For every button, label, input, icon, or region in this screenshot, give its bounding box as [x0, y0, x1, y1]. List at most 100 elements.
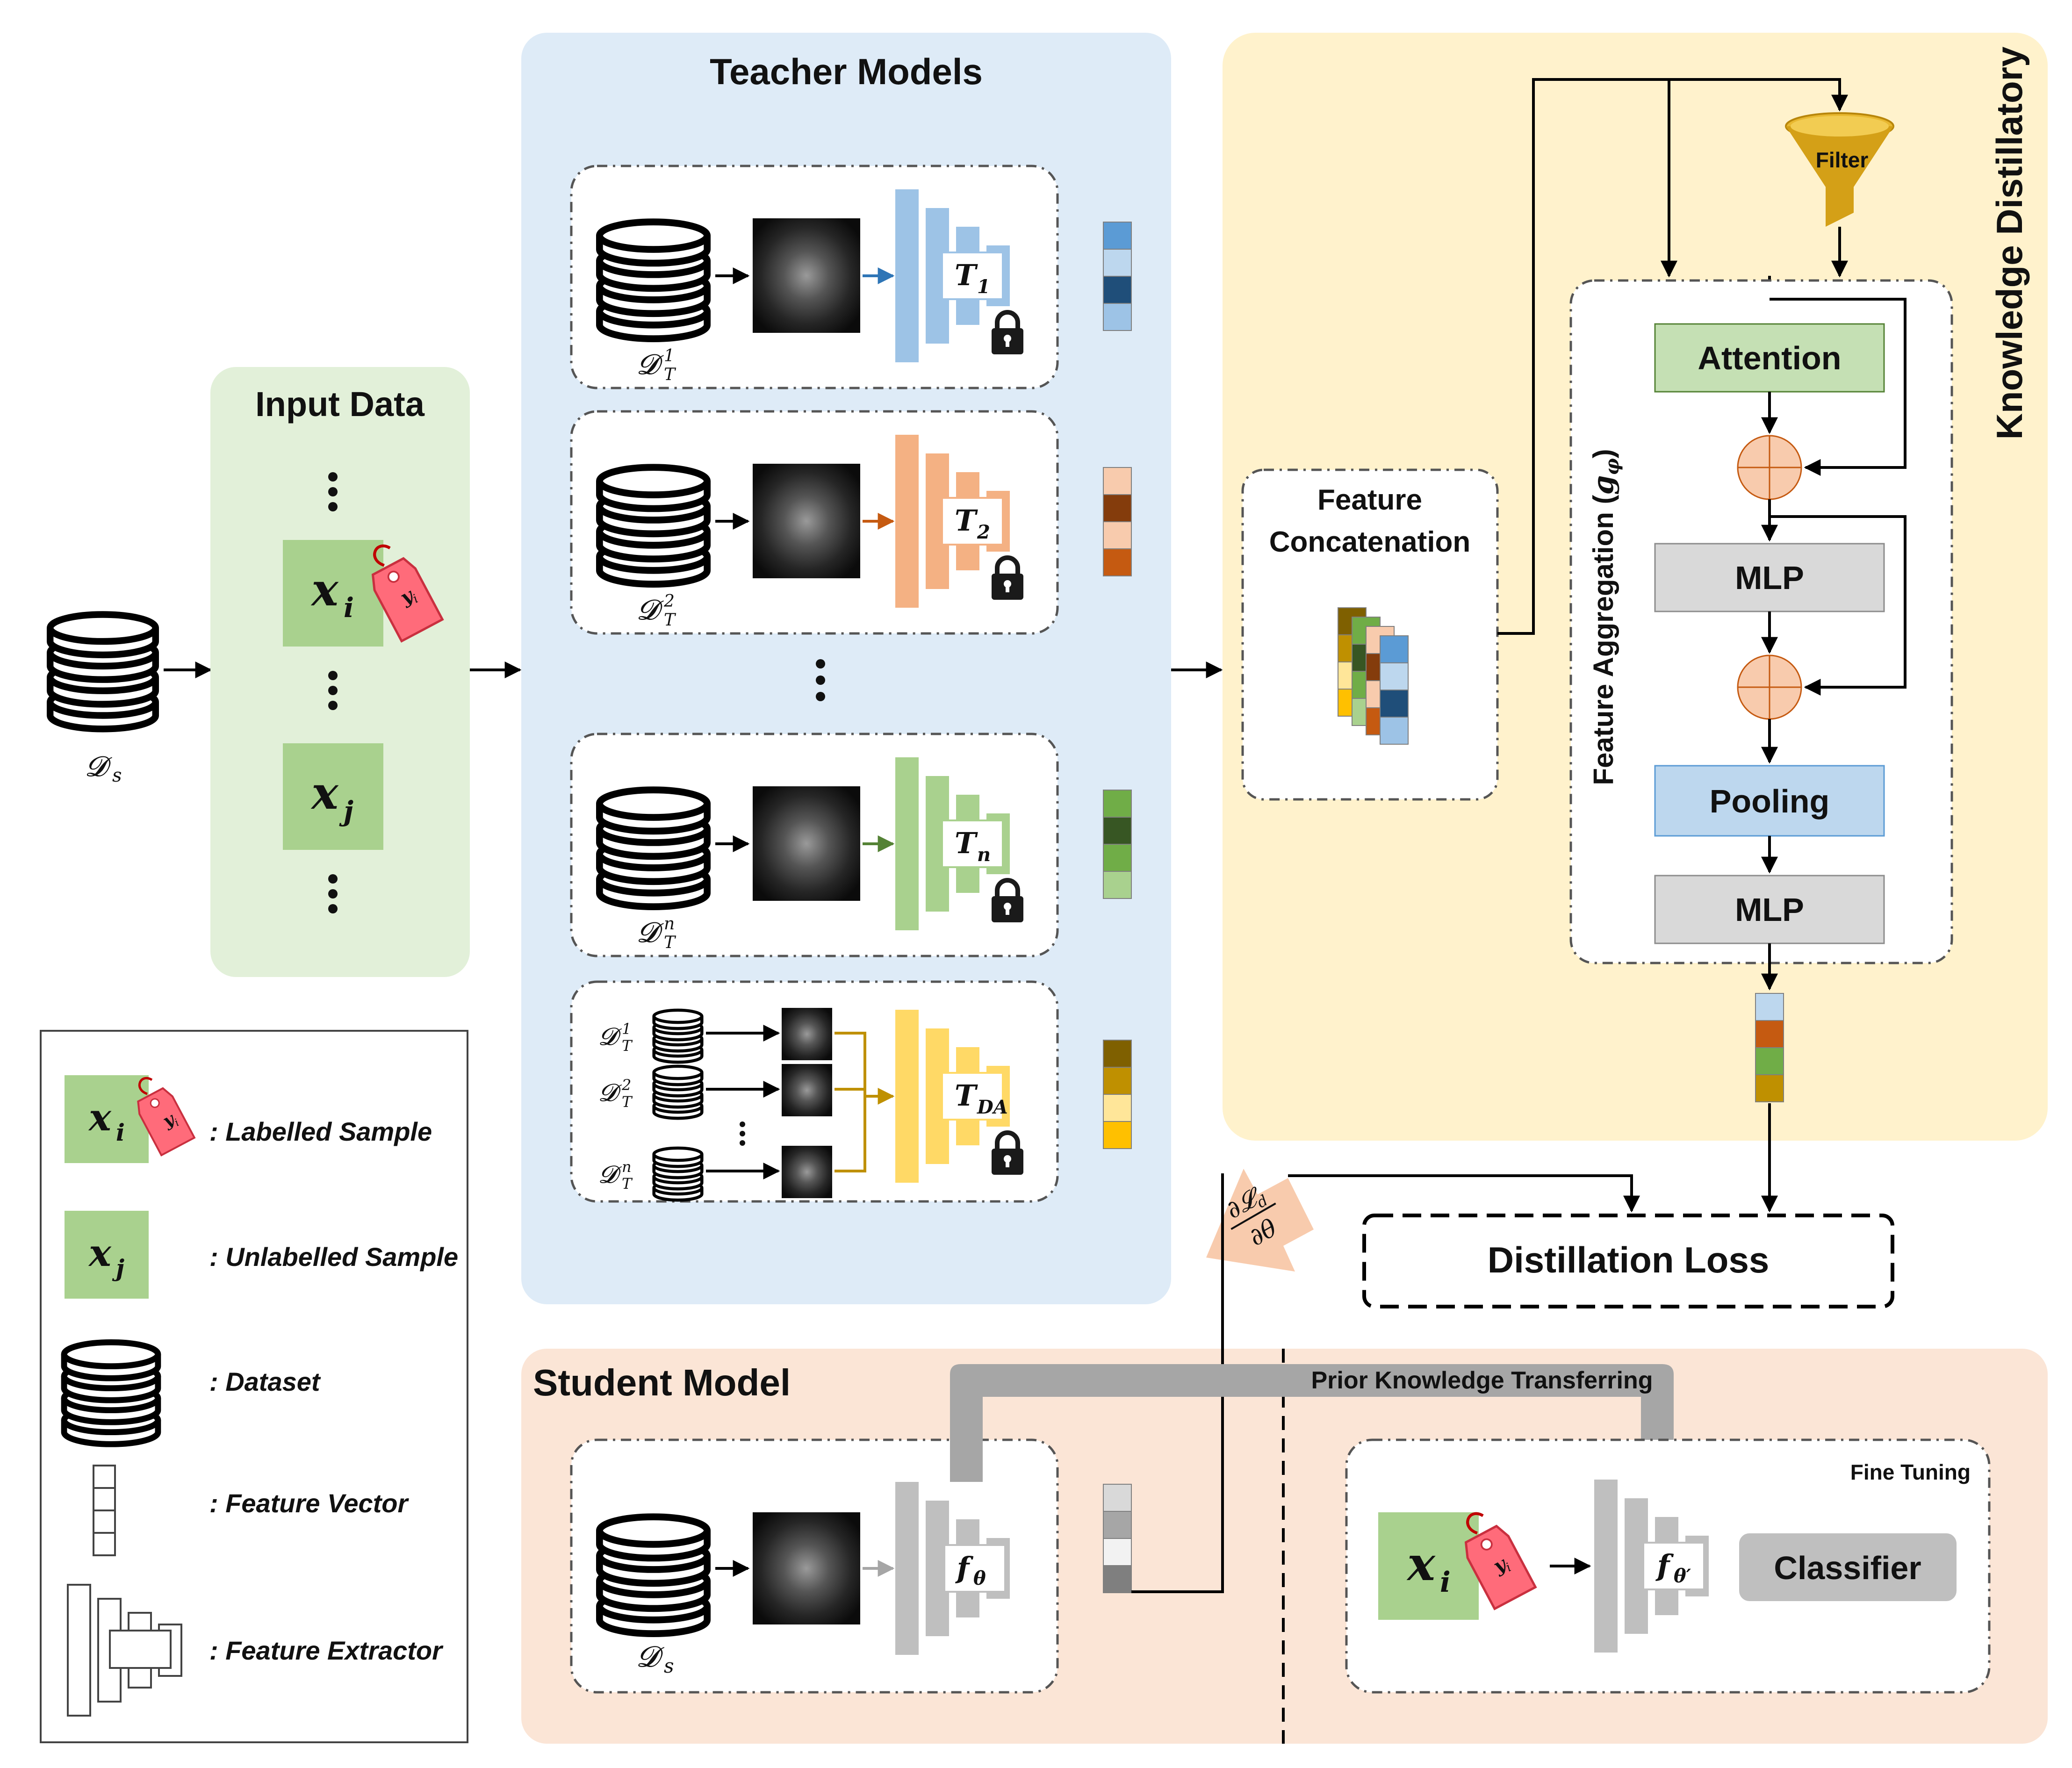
legend-feature-extractor-icon — [67, 1584, 182, 1717]
teacher-1-feature-cell — [1103, 303, 1132, 331]
da-dataset-icon — [654, 1010, 702, 1062]
student-box: 𝓓 s f θ — [570, 1438, 1059, 1694]
student-to-gradient-line — [1131, 1173, 1224, 1593]
svg-text:1: 1 — [664, 346, 675, 366]
labelled-sample-xi: x i y i — [283, 540, 442, 647]
teacher-models-title: Teacher Models — [710, 51, 983, 92]
distilled-feature-cell — [1755, 993, 1784, 1021]
legend-dataset-icon — [64, 1342, 158, 1444]
teacher-3-feature-cell — [1103, 844, 1132, 872]
svg-text:2: 2 — [663, 592, 675, 611]
svg-text:n: n — [622, 1158, 632, 1176]
teacher-2-feature-cell — [1103, 548, 1132, 576]
pooling-block — [1654, 765, 1885, 837]
legend-dataset-label: : Dataset — [209, 1367, 321, 1396]
svg-text:x: x — [310, 767, 339, 819]
legend-feature-extractor-label: : Feature Extractor — [209, 1636, 444, 1665]
teacher-feature-extractor — [895, 757, 1010, 930]
teacher-3-feature-cell — [1103, 817, 1132, 845]
teacher-da-feature-cell — [1103, 1067, 1132, 1095]
fine-tuned-feature-extractor — [1594, 1480, 1709, 1653]
svg-text:Filter: Filter — [1816, 148, 1869, 172]
svg-text:DA: DA — [977, 1096, 1008, 1118]
teacher-feature-extractor — [895, 435, 1010, 608]
feature-concatenation-box: Feature Concatenation — [1241, 468, 1499, 801]
legend-feature-vector-label: : Feature Vector — [209, 1488, 409, 1518]
svg-text:2: 2 — [621, 1076, 631, 1094]
svg-text:2: 2 — [977, 521, 990, 543]
distilled-feature-cell — [1755, 1074, 1784, 1102]
legend-panel: x i y i : Labelled Sample x j : Unlabell… — [40, 1030, 468, 1743]
teacher-ellipsis — [816, 659, 825, 701]
svg-text:Feature: Feature — [1317, 484, 1422, 516]
teacher-feature-extractor — [895, 1010, 1010, 1183]
da-mri-image — [782, 1064, 832, 1116]
svg-text:Concatenation: Concatenation — [1269, 526, 1471, 558]
svg-text:x: x — [88, 1095, 112, 1139]
svg-text:θ′: θ′ — [1674, 1565, 1691, 1587]
svg-text:i: i — [344, 592, 354, 624]
legend-unlabelled-sample-icon: x j — [65, 1211, 149, 1299]
distilled-feature-vector — [1755, 993, 1784, 1102]
svg-text:n: n — [977, 844, 991, 866]
legend-labelled-sample-icon: x i y i — [65, 1075, 194, 1163]
svg-text:Attention: Attention — [1698, 340, 1841, 376]
svg-text:n: n — [664, 914, 675, 934]
svg-text:1: 1 — [622, 1020, 631, 1038]
svg-text:T: T — [664, 365, 676, 384]
student-model-title: Student Model — [533, 1362, 791, 1403]
input-data-panel: Input Data x i y i x j — [210, 367, 470, 977]
filter-icon: Filter — [1785, 112, 1894, 227]
svg-text:T: T — [664, 933, 676, 952]
concat-feature-cell — [1380, 635, 1409, 663]
teacher-3-feature-cell — [1103, 871, 1132, 899]
concat-feature-cell — [1380, 662, 1409, 690]
dataset-icon — [599, 222, 707, 339]
svg-text:MLP: MLP — [1735, 560, 1804, 596]
attention-block — [1654, 323, 1885, 393]
svg-text:Prior Knowledge Transferring: Prior Knowledge Transferring — [1311, 1367, 1653, 1394]
prior-knowledge-transfer-arrow: Prior Knowledge Transferring — [950, 1364, 1697, 1489]
legend-feature-vector-icon — [93, 1465, 116, 1556]
residual-add-node-2 — [1737, 654, 1802, 720]
svg-text:Pooling: Pooling — [1710, 783, 1830, 819]
teacher-feature-extractor — [895, 189, 1010, 362]
svg-text:θ: θ — [973, 1567, 986, 1589]
fine-tuning-box: Fine Tuning x i y i f θ′ Classifier — [1345, 1438, 1991, 1694]
svg-text:T: T — [955, 503, 978, 538]
classifier-block — [1739, 1533, 1957, 1601]
teacher-3-feature-cell — [1103, 790, 1132, 818]
mri-image — [753, 218, 860, 333]
svg-text:i: i — [1440, 1566, 1451, 1599]
feature-aggregation-box: Feature Aggregation (gφ) Attention MLP P… — [1569, 279, 1953, 964]
student-feature-cell — [1103, 1565, 1132, 1593]
da-dataset-icon — [654, 1066, 702, 1118]
student-feature-cell — [1103, 1511, 1132, 1539]
unlabelled-sample-xj: x j — [283, 743, 383, 850]
svg-text:T: T — [955, 258, 978, 292]
distilled-feature-cell — [1755, 1047, 1784, 1075]
mri-image — [753, 786, 860, 901]
dataset-icon — [599, 467, 707, 584]
svg-text:Classifier: Classifier — [1774, 1550, 1921, 1586]
svg-text:x: x — [88, 1231, 112, 1275]
ellipsis-dots — [328, 472, 338, 913]
teacher-da-feature-cell — [1103, 1121, 1132, 1149]
svg-text:T: T — [664, 611, 676, 630]
teacher-1-feature-cell — [1103, 249, 1132, 277]
student-feature-extractor — [895, 1482, 1010, 1655]
svg-text:1: 1 — [977, 276, 990, 298]
svg-text:T: T — [622, 1093, 633, 1111]
teacher-1-feature-cell — [1103, 222, 1132, 250]
svg-text:𝓓: 𝓓 — [85, 750, 112, 783]
svg-text:T: T — [955, 1078, 978, 1113]
svg-text:T: T — [622, 1175, 633, 1193]
svg-text:MLP: MLP — [1735, 891, 1804, 928]
concat-feature-cell — [1380, 717, 1409, 745]
teacher-2-feature-cell — [1103, 467, 1132, 495]
svg-text:T: T — [622, 1037, 633, 1055]
